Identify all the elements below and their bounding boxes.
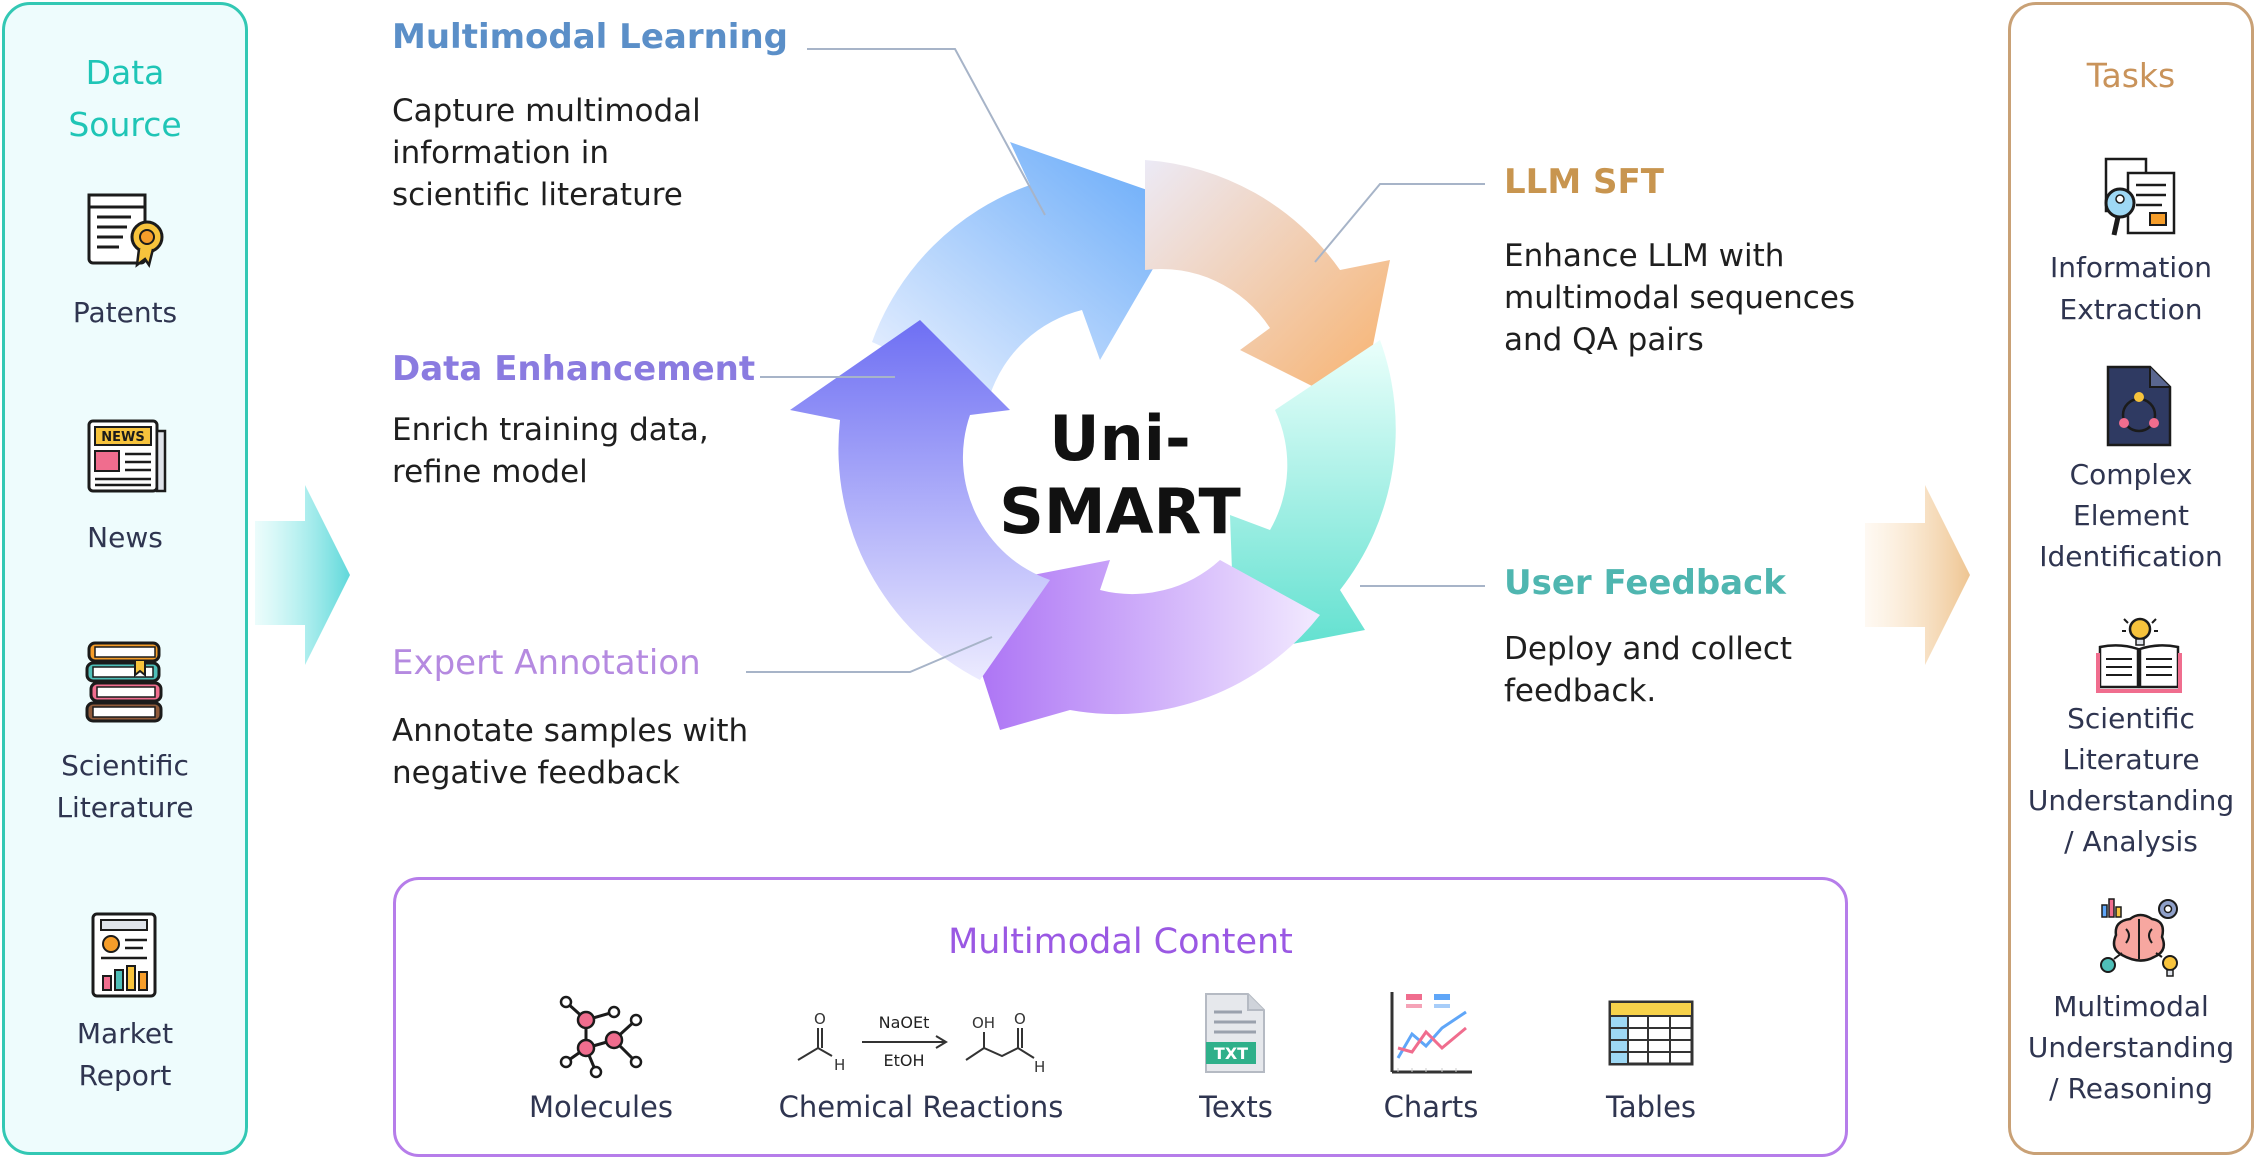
patent-certificate-icon — [83, 185, 169, 275]
task-label-line: Element — [2073, 499, 2189, 532]
stage-title-multimodal-learning: Multimodal Learning — [392, 17, 788, 57]
task-label-line: / Reasoning — [2049, 1072, 2213, 1105]
svg-text:NEWS: NEWS — [101, 430, 144, 445]
task-label-line: Understanding — [2027, 1031, 2235, 1064]
data-source-item-scientific-literature: Scientific Literature — [5, 745, 245, 829]
data-source-title-line1: Data — [85, 53, 165, 92]
task-label-line: Multimodal — [2053, 990, 2209, 1023]
tasks-panel: Tasks Information Extraction Compl — [2008, 2, 2254, 1155]
stage-desc-line: scientific literature — [392, 177, 683, 213]
svg-text:H: H — [834, 1056, 845, 1074]
mm-item-texts: Texts — [1199, 1090, 1273, 1124]
svg-text:OH: OH — [972, 1014, 995, 1032]
data-source-panel: Data Source Patents NEWS — [2, 2, 248, 1155]
multimodal-content-title: Multimodal Content — [948, 922, 1293, 962]
mm-item-charts: Charts — [1383, 1090, 1479, 1124]
mm-item-chemical-reactions: Chemical Reactions — [778, 1090, 1064, 1124]
task-item-complex-element-identification: Complex Element Identification — [2011, 454, 2251, 577]
stage-desc-line: Annotate samples with — [392, 713, 749, 749]
molecule-icon — [556, 990, 646, 1084]
svg-text:EtOH: EtOH — [883, 1051, 924, 1070]
task-label-line: Information — [2049, 251, 2213, 284]
mm-item-molecules: Molecules — [529, 1090, 673, 1124]
chemical-reaction-icon: O H NaOEt EtOH OH O H — [796, 1000, 1046, 1084]
data-source-label: Patents — [72, 296, 178, 329]
open-book-idea-icon — [2096, 613, 2182, 697]
stage-desc-line: feedback. — [1504, 673, 1657, 709]
data-source-label: Market — [76, 1017, 174, 1050]
stage-desc-expert-annotation: Annotate samples with negative feedback — [392, 710, 748, 794]
stage-desc-line: negative feedback — [392, 755, 680, 791]
data-source-title: Data Source — [5, 47, 245, 151]
stage-desc-line: Deploy and collect — [1504, 631, 1793, 667]
task-item-information-extraction: Information Extraction — [2011, 247, 2251, 331]
cycle-arrow-llm-sft — [1145, 160, 1390, 410]
books-icon — [83, 637, 169, 731]
data-source-title-line2: Source — [68, 105, 182, 144]
tasks-title: Tasks — [2086, 56, 2176, 95]
svg-text:TXT: TXT — [1214, 1044, 1248, 1063]
stage-title-data-enhancement: Data Enhancement — [392, 349, 756, 389]
cycle-arrow-user-feedback — [1230, 340, 1396, 655]
task-item-scientific-literature-understanding: Scientific Literature Understanding / An… — [2011, 698, 2251, 862]
multimodal-content-panel: Multimodal Content Molecules — [393, 877, 1848, 1157]
report-chart-icon — [87, 910, 167, 1004]
stage-title-expert-annotation: Expert Annotation — [392, 643, 701, 683]
document-search-icon — [2096, 155, 2182, 243]
stage-desc-llm-sft: Enhance LLM with multimodal sequences an… — [1504, 235, 1855, 361]
cycle-arrow-expert-annotation — [955, 560, 1320, 730]
svg-text:H: H — [1034, 1058, 1045, 1076]
table-icon — [1608, 1000, 1694, 1070]
svg-text:O: O — [814, 1010, 826, 1028]
stage-desc-line: Capture multimodal — [392, 93, 701, 129]
input-flow-arrow — [255, 485, 355, 674]
newspaper-icon: NEWS — [83, 413, 169, 503]
task-label-line: Literature — [2062, 743, 2200, 776]
stage-desc-multimodal-learning: Capture multimodal information in scient… — [392, 90, 701, 216]
stage-desc-line: information in — [392, 135, 610, 171]
data-source-label: News — [87, 521, 163, 554]
task-item-multimodal-understanding-reasoning: Multimodal Understanding / Reasoning — [2011, 986, 2251, 1109]
text-file-icon: TXT — [1202, 990, 1268, 1080]
data-source-item-patents: Patents — [5, 292, 245, 334]
cycle-arrow-multimodal-learning — [872, 142, 1190, 395]
task-label-line: Complex — [2069, 458, 2193, 491]
task-label-line: Identification — [2039, 540, 2223, 573]
task-label-line: Scientific — [2067, 702, 2195, 735]
center-title: Uni-SMART — [999, 402, 1241, 548]
document-network-icon — [2104, 363, 2174, 453]
cycle-arrow-data-enhancement — [790, 320, 1050, 680]
stage-desc-line: multimodal sequences — [1504, 280, 1856, 316]
stage-desc-data-enhancement: Enrich training data, refine model — [392, 409, 709, 493]
data-source-label: Report — [78, 1059, 172, 1092]
svg-text:NaOEt: NaOEt — [879, 1013, 930, 1032]
stage-desc-line: Enhance LLM with — [1504, 238, 1785, 274]
data-source-item-market-report: Market Report — [5, 1013, 245, 1097]
stage-title-user-feedback: User Feedback — [1504, 563, 1786, 603]
stage-title-llm-sft: LLM SFT — [1504, 162, 1664, 202]
mm-item-tables: Tables — [1605, 1090, 1697, 1124]
task-label-line: / Analysis — [2064, 825, 2198, 858]
brain-gear-icon — [2096, 895, 2182, 985]
svg-text:O: O — [1014, 1010, 1026, 1028]
data-source-label: Literature — [56, 791, 194, 824]
stage-desc-user-feedback: Deploy and collect feedback. — [1504, 628, 1792, 712]
data-source-label: Scientific — [61, 749, 189, 782]
task-label-line: Extraction — [2059, 293, 2203, 326]
stage-desc-line: Enrich training data, — [392, 412, 709, 448]
task-label-line: Understanding — [2027, 784, 2235, 817]
cycle-diagram — [790, 110, 1440, 754]
line-chart-icon — [1386, 988, 1476, 1082]
stage-desc-line: and QA pairs — [1504, 322, 1704, 358]
data-source-item-news: News — [5, 517, 245, 559]
output-flow-arrow — [1865, 485, 1975, 674]
stage-desc-line: refine model — [392, 454, 588, 490]
